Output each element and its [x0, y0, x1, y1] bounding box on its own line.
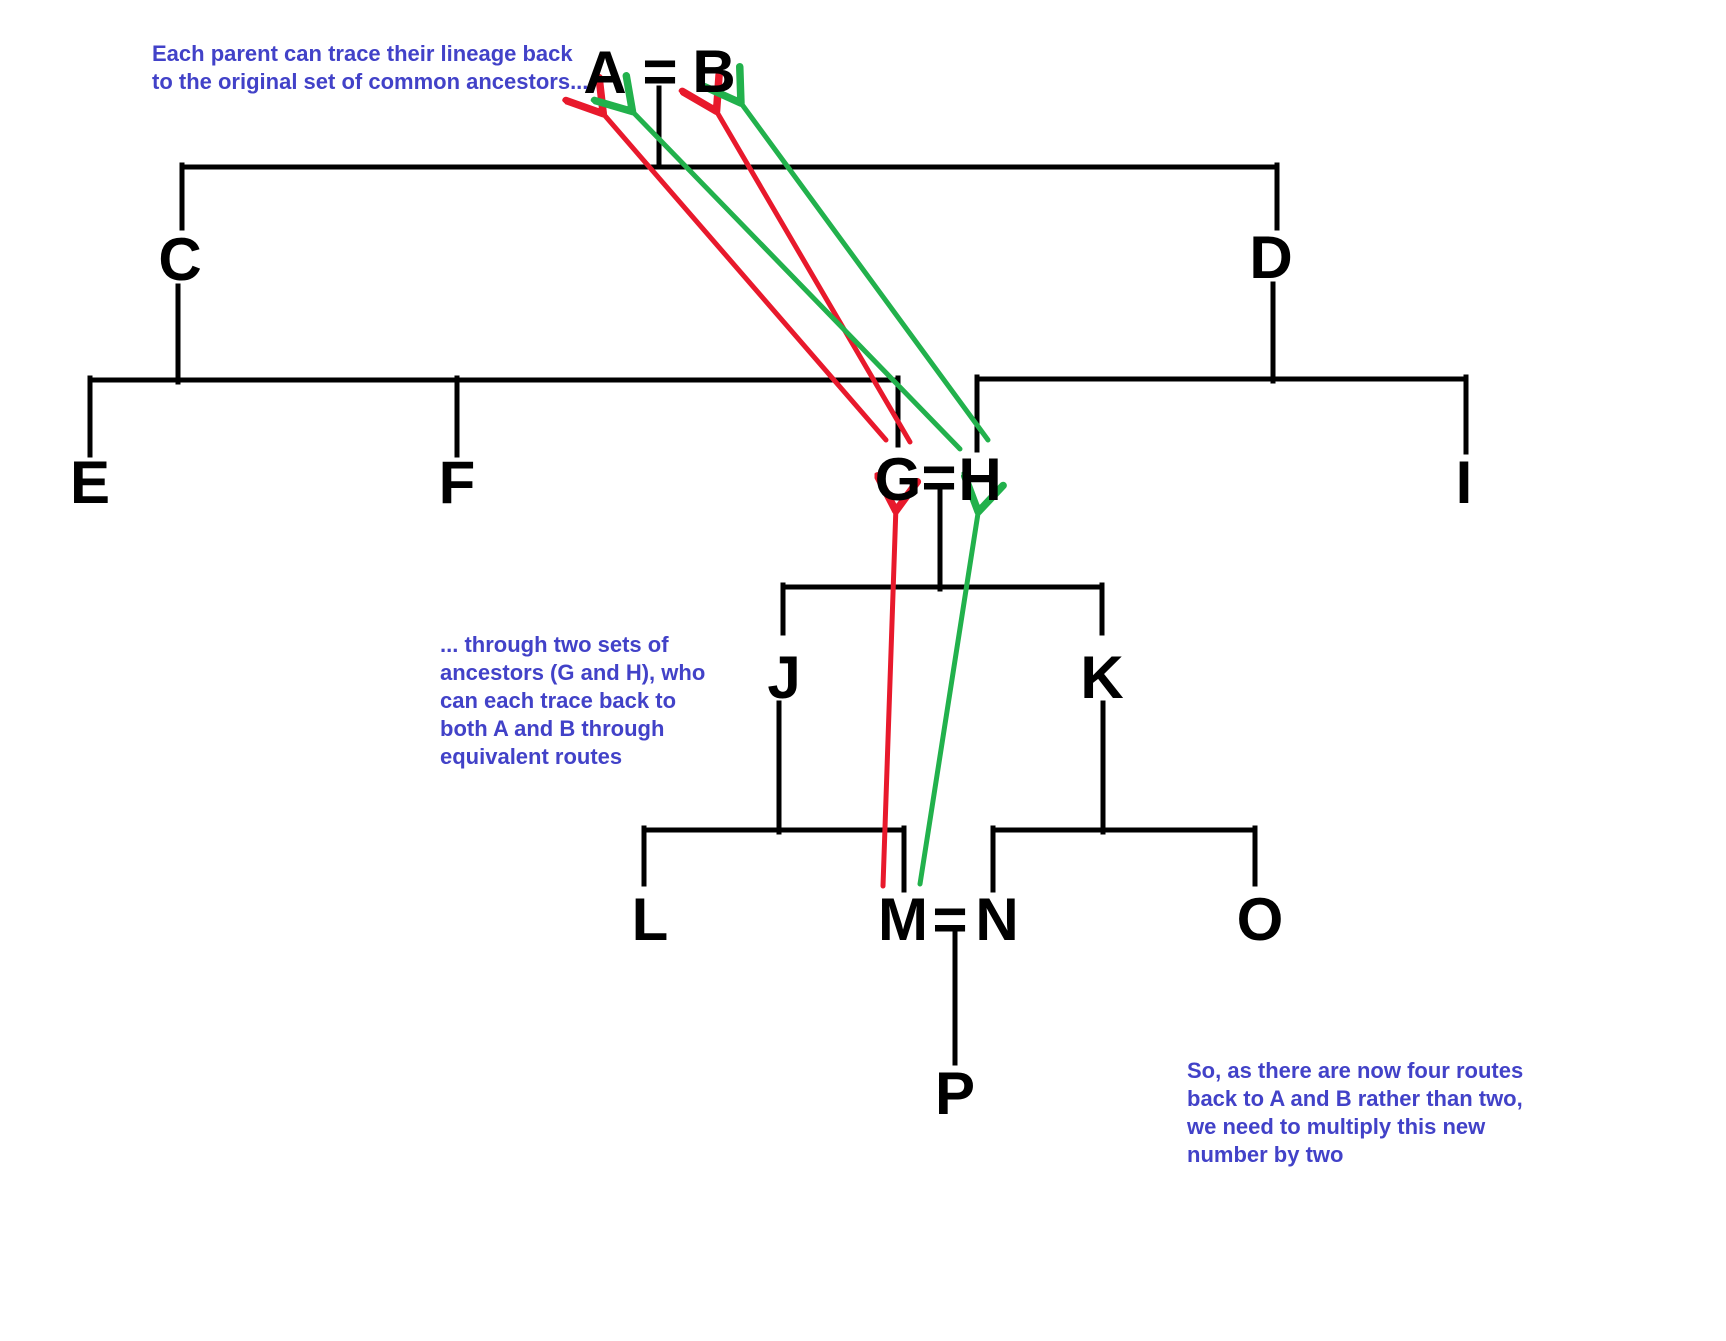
node-D: D — [1249, 224, 1293, 291]
annotation-line: equivalent routes — [440, 744, 623, 769]
annotation-line: number by two — [1187, 1142, 1344, 1167]
node-F: F — [438, 449, 476, 516]
node-P: P — [934, 1060, 976, 1127]
lineage-arrows-group — [600, 99, 991, 889]
green-lineage-arrow — [629, 108, 963, 452]
annotation-line: Each parent can trace their lineage back — [152, 41, 573, 66]
couple-equals-M-N: = — [932, 886, 968, 953]
annotation-line: back to A and B rather than two, — [1187, 1086, 1523, 1111]
annotation-four-routes: So, as there are now four routes back to… — [1187, 1057, 1523, 1169]
green-lineage-arrow — [917, 507, 979, 887]
node-C: C — [158, 226, 202, 293]
annotation-line: can each trace back to — [440, 688, 677, 713]
annotation-two-sets-of-ancestors: ... through two sets of ancestors (G and… — [440, 631, 705, 771]
node-E: E — [69, 449, 111, 516]
node-G: G — [874, 446, 922, 513]
node-K: K — [1080, 644, 1124, 711]
node-J: J — [767, 644, 801, 711]
annotation-line: ancestors (G and H), who — [440, 660, 706, 685]
annotation-line: ... through two sets of — [440, 632, 669, 657]
green-lineage-arrow — [738, 99, 991, 443]
node-N: N — [975, 886, 1019, 953]
node-B: B — [692, 38, 736, 105]
node-L: L — [631, 886, 669, 953]
red-lineage-arrow — [883, 506, 896, 889]
tree-lines-group — [87, 85, 1469, 1066]
annotation-line: to the original set of common ancestors.… — [152, 69, 589, 94]
node-H: H — [958, 446, 1002, 513]
annotation-line: So, as there are now four routes — [1187, 1058, 1524, 1083]
couple-equals-A-B: = — [642, 38, 678, 105]
node-M: M — [878, 886, 928, 953]
couple-equals-G-H: = — [921, 444, 957, 511]
red-lineage-arrow — [600, 110, 889, 443]
annotation-line: both A and B through — [440, 716, 665, 741]
node-A: A — [583, 39, 627, 106]
node-I: I — [1455, 449, 1473, 516]
annotation-common-ancestors: Each parent can trace their lineage back… — [152, 40, 588, 96]
annotation-line: we need to multiply this new — [1187, 1114, 1486, 1139]
node-O: O — [1236, 886, 1284, 953]
red-lineage-arrow — [714, 107, 913, 445]
